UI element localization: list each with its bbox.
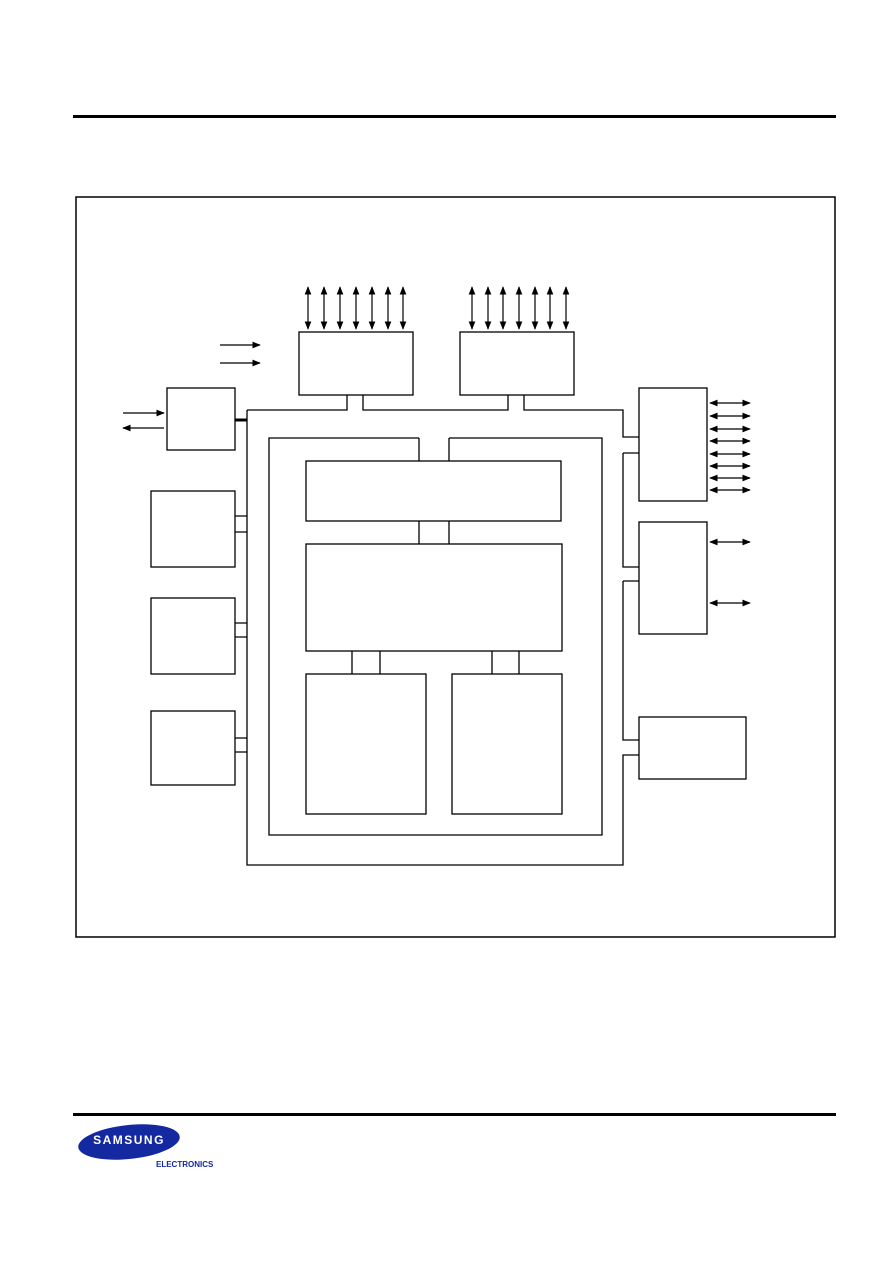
right-stub-2 bbox=[622, 580, 639, 741]
left-stub-2 bbox=[235, 622, 247, 638]
core-frame bbox=[268, 437, 603, 836]
diagram-frame bbox=[75, 196, 836, 938]
samsung-logo-word: SAMSUNG bbox=[93, 1133, 165, 1147]
right-io-block-1 bbox=[638, 387, 708, 502]
right-io-1-arrows bbox=[709, 399, 751, 494]
input-arrows bbox=[220, 341, 261, 367]
top-left-io-arrows bbox=[304, 286, 407, 330]
right-peripheral-block bbox=[638, 716, 747, 780]
footer-rule bbox=[73, 1113, 836, 1116]
left-stub-3 bbox=[235, 737, 247, 753]
right-io-block-2 bbox=[638, 521, 708, 635]
left-peripheral-block-1 bbox=[150, 490, 236, 568]
left-peripheral-block-2 bbox=[150, 597, 236, 675]
left-interface-block bbox=[166, 387, 236, 451]
core-center-block bbox=[305, 543, 563, 652]
right-stub-1 bbox=[622, 452, 639, 568]
samsung-logo: SAMSUNG ELECTRONICS bbox=[76, 1119, 228, 1173]
core-right-connector bbox=[491, 651, 520, 674]
core-upper-block bbox=[305, 460, 562, 522]
samsung-logo-division: ELECTRONICS bbox=[156, 1160, 214, 1169]
core-left-connector bbox=[351, 651, 381, 674]
top-left-io-block bbox=[298, 331, 414, 396]
outer-bus bbox=[246, 410, 639, 866]
core-lower-right-block bbox=[451, 673, 563, 815]
top-right-io-arrows bbox=[468, 286, 570, 330]
left-interface-arrows bbox=[122, 409, 165, 432]
top-bus bbox=[247, 395, 639, 438]
core-mid-connector bbox=[418, 521, 450, 544]
header-rule bbox=[73, 115, 836, 118]
left-peripheral-block-3 bbox=[150, 710, 236, 786]
top-right-io-block bbox=[459, 331, 575, 396]
core-top-connector bbox=[418, 438, 450, 461]
core-lower-left-block bbox=[305, 673, 427, 815]
right-io-2-arrows bbox=[709, 538, 751, 607]
left-stub-1 bbox=[235, 515, 247, 533]
